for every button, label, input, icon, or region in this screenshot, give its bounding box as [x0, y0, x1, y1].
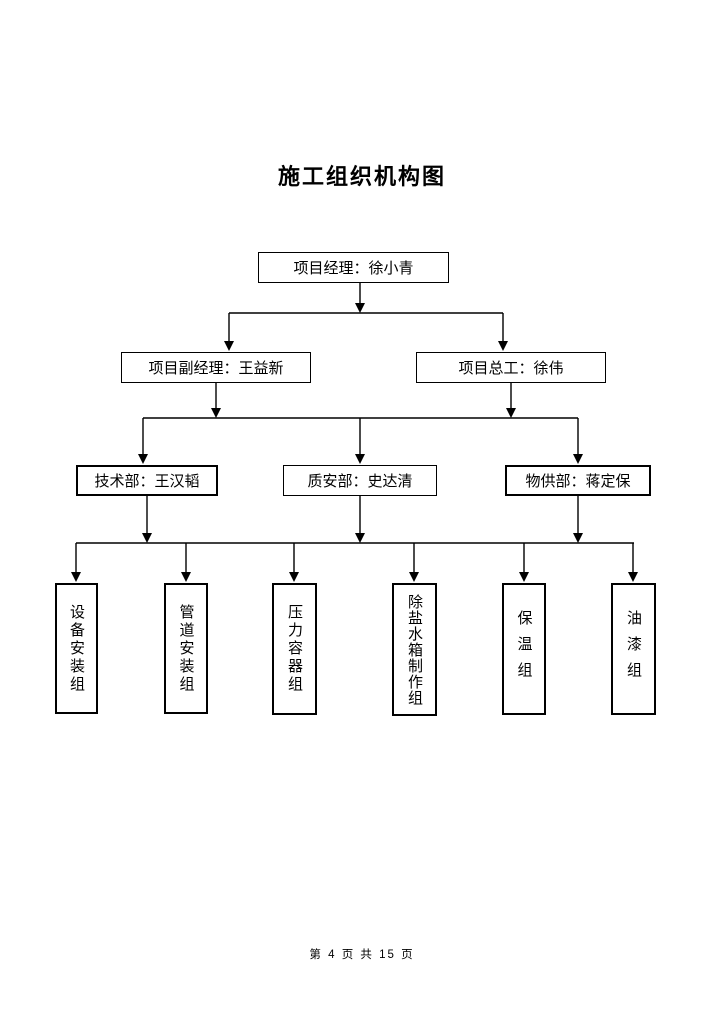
page-footer: 第 4 页 共 15 页: [309, 949, 415, 961]
org-node-quality-safety-dept: 质安部：史达清: [283, 465, 437, 496]
org-node-label: 技术部：王汉韬: [94, 473, 200, 490]
team-label: 设备安装组: [68, 603, 85, 694]
org-node-chief-engineer: 项目总工：徐伟: [416, 352, 606, 383]
page-title: 施工组织机构图: [277, 164, 446, 189]
org-node-label: 项目经理：徐小青: [293, 260, 414, 277]
team-box-insulation: 保温组: [502, 583, 546, 715]
org-node-label: 质安部：史达清: [307, 473, 413, 490]
team-box-pressure-vessel: 压力容器组: [272, 583, 317, 715]
org-node-project-manager: 项目经理：徐小青: [258, 252, 449, 283]
team-box-demin-water-tank: 除盐水箱制作组: [392, 583, 437, 716]
org-node-deputy-manager: 项目副经理：王益新: [121, 352, 311, 383]
team-box-painting: 油漆组: [611, 583, 656, 715]
team-label: 管道安装组: [177, 603, 195, 694]
team-box-equipment-install: 设备安装组: [55, 583, 98, 714]
team-label: 保温组: [515, 610, 533, 688]
org-node-material-supply-dept: 物供部：蒋定保: [505, 465, 651, 496]
org-node-tech-dept: 技术部：王汉韬: [76, 465, 218, 496]
team-box-pipeline-install: 管道安装组: [164, 583, 208, 714]
team-label: 除盐水箱制作组: [406, 593, 423, 706]
org-node-label: 项目总工：徐伟: [458, 360, 564, 377]
org-node-label: 项目副经理：王益新: [148, 360, 284, 377]
team-label: 压力容器组: [286, 604, 303, 694]
team-label: 油漆组: [625, 610, 642, 688]
org-node-label: 物供部：蒋定保: [525, 473, 631, 490]
